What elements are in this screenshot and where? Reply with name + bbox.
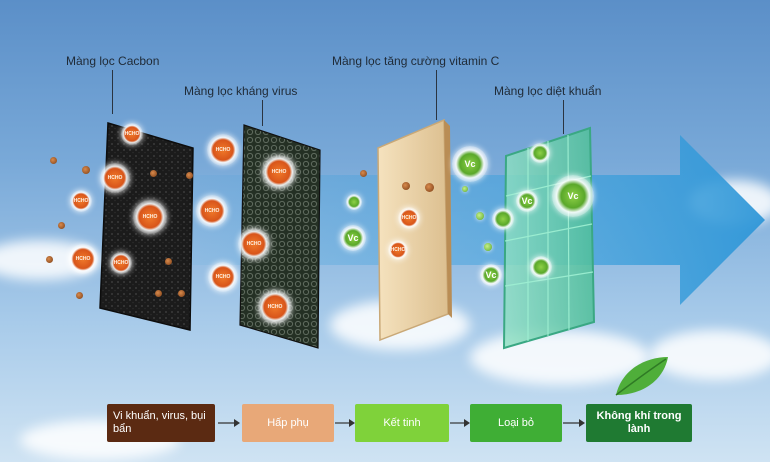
dust-particle: [58, 222, 65, 229]
dust-particle: [425, 183, 434, 192]
label-carbon: Màng lọc Cacbon: [66, 54, 160, 68]
flow-arrow-icon: [218, 419, 240, 427]
label-antibacterial: Màng lọc diệt khuẩn: [494, 84, 602, 98]
dust-particle: [76, 292, 83, 299]
hcho-particle: HCHO: [388, 240, 408, 260]
process-step-bacteria: Vi khuẩn, virus, bụi bẩn: [107, 404, 215, 442]
hcho-particle: HCHO: [258, 290, 292, 324]
vitamin-c-particle: Vc: [452, 146, 488, 182]
green-particle: [462, 186, 468, 192]
process-step-adsorption: Hấp phụ: [242, 404, 334, 442]
label-antivirus: Màng lọc kháng virus: [184, 84, 298, 98]
leader-antibacterial: [563, 100, 564, 134]
cloud: [650, 330, 770, 380]
dust-particle: [50, 157, 57, 164]
hcho-particle: HCHO: [208, 262, 238, 292]
process-step-crystallization: Kết tinh: [355, 404, 449, 442]
vitamin-c-particle: Vc: [516, 190, 538, 212]
hcho-particle: HCHO: [238, 228, 270, 260]
vitamin-c-particle: Vc: [480, 264, 502, 286]
antibacterial-filter-panel: [502, 126, 596, 350]
hcho-particle: HCHO: [70, 190, 92, 212]
dust-particle: [402, 182, 410, 190]
leader-antivirus: [262, 100, 263, 126]
vitamin-c-particle: Vc: [552, 175, 594, 217]
hcho-particle: HCHO: [262, 155, 296, 189]
vitamin-c-particle: Vc: [340, 225, 366, 251]
leader-vitamin-c: [436, 70, 437, 120]
hcho-particle: HCHO: [207, 134, 239, 166]
dust-particle: [360, 170, 367, 177]
dust-particle: [82, 166, 90, 174]
hcho-particle: HCHO: [121, 123, 143, 145]
vitamin-c-filter-panel: [377, 118, 452, 342]
hcho-particle: HCHO: [133, 200, 167, 234]
process-step-removal: Loại bỏ: [470, 404, 562, 442]
vitamin-c-particle: [530, 256, 552, 278]
leader-carbon: [112, 70, 113, 114]
dust-particle: [46, 256, 53, 263]
process-step-fresh-air: Không khí trong lành: [586, 404, 692, 442]
dust-particle: [178, 290, 185, 297]
flow-arrow-icon: [335, 419, 355, 427]
dust-particle: [165, 258, 172, 265]
label-vitamin-c: Màng lọc tăng cường vitamin C: [332, 54, 500, 68]
green-particle: [484, 243, 492, 251]
vitamin-c-particle: [346, 194, 362, 210]
hcho-particle: HCHO: [398, 207, 420, 229]
cloud: [470, 330, 650, 385]
hcho-particle: HCHO: [196, 195, 228, 227]
dust-particle: [155, 290, 162, 297]
leaf-icon: [615, 357, 668, 396]
flow-arrow-icon: [563, 419, 585, 427]
flow-arrow-icon: [450, 419, 470, 427]
vitamin-c-particle: [530, 143, 550, 163]
hcho-particle: HCHO: [110, 252, 132, 274]
vitamin-c-particle: [492, 208, 514, 230]
dust-particle: [150, 170, 157, 177]
dust-particle: [186, 172, 193, 179]
hcho-particle: HCHO: [100, 163, 130, 193]
hcho-particle: HCHO: [68, 244, 98, 274]
green-particle: [476, 212, 484, 220]
antivirus-filter-panel: [239, 124, 321, 349]
